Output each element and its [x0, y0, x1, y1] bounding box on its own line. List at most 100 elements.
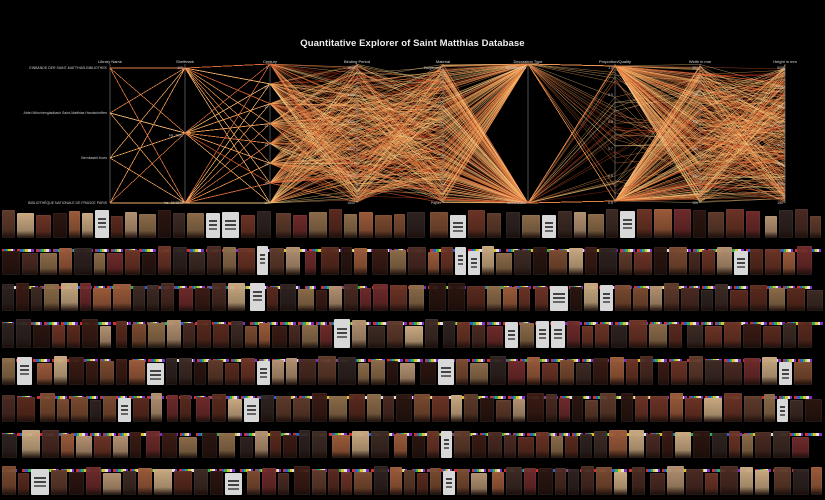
book-cover-thumbnail[interactable]: [527, 392, 544, 436]
book-cover-thumbnail[interactable]: [790, 399, 803, 436]
book-cover-thumbnail[interactable]: [504, 434, 516, 473]
book-cover-thumbnail[interactable]: [811, 467, 822, 495]
book-cover-thumbnail[interactable]: [111, 216, 123, 252]
book-cover-thumbnail[interactable]: [581, 466, 594, 495]
book-cover-thumbnail[interactable]: [514, 249, 531, 289]
book-record-card[interactable]: [779, 362, 792, 399]
book-cover-thumbnail[interactable]: [606, 209, 618, 252]
book-cover-thumbnail[interactable]: [394, 433, 407, 473]
book-record-card[interactable]: [250, 282, 265, 326]
book-cover-thumbnail[interactable]: [633, 287, 648, 326]
book-cover-thumbnail[interactable]: [148, 323, 165, 362]
book-record-card[interactable]: [441, 430, 452, 473]
book-cover-thumbnail[interactable]: [223, 246, 236, 289]
book-cover-thumbnail[interactable]: [654, 209, 672, 252]
book-cover-thumbnail[interactable]: [298, 288, 314, 326]
book-cover-thumbnail[interactable]: [116, 321, 127, 362]
book-cover-thumbnail[interactable]: [371, 360, 385, 399]
book-cover-thumbnail[interactable]: [197, 320, 211, 362]
book-cover-thumbnail[interactable]: [705, 326, 722, 362]
book-cover-thumbnail[interactable]: [286, 246, 300, 289]
book-cover-thumbnail[interactable]: [503, 286, 517, 326]
book-cover-thumbnail[interactable]: [522, 215, 540, 252]
book-cover-thumbnail[interactable]: [675, 431, 691, 473]
book-record-card[interactable]: [438, 359, 454, 399]
book-cover-thumbnail[interactable]: [496, 399, 511, 436]
book-cover-thumbnail[interactable]: [123, 471, 136, 495]
book-cover-thumbnail[interactable]: [720, 466, 738, 495]
book-cover-thumbnail[interactable]: [428, 251, 439, 289]
book-cover-thumbnail[interactable]: [299, 359, 316, 399]
book-cover-thumbnail[interactable]: [212, 393, 226, 436]
book-cover-thumbnail[interactable]: [142, 252, 156, 289]
book-cover-thumbnail[interactable]: [245, 326, 257, 362]
book-cover-thumbnail[interactable]: [646, 433, 660, 473]
book-cover-thumbnail[interactable]: [755, 431, 771, 473]
book-cover-thumbnail[interactable]: [409, 284, 424, 326]
book-record-card[interactable]: [334, 319, 350, 362]
book-cover-thumbnail[interactable]: [93, 287, 111, 326]
book-cover-thumbnail[interactable]: [593, 358, 608, 399]
book-cover-thumbnail[interactable]: [187, 213, 204, 252]
book-cover-thumbnail[interactable]: [261, 394, 274, 436]
book-cover-thumbnail[interactable]: [570, 286, 582, 326]
book-record-card[interactable]: [550, 285, 568, 326]
book-cover-thumbnail[interactable]: [2, 358, 15, 399]
book-cover-thumbnail[interactable]: [527, 357, 540, 399]
book-cover-thumbnail[interactable]: [662, 430, 673, 473]
book-cover-thumbnail[interactable]: [167, 394, 178, 436]
book-cover-thumbnail[interactable]: [86, 467, 101, 495]
book-cover-thumbnail[interactable]: [71, 396, 88, 436]
book-cover-thumbnail[interactable]: [293, 397, 310, 436]
book-cover-thumbnail[interactable]: [470, 363, 488, 399]
book-cover-thumbnail[interactable]: [542, 363, 558, 399]
book-cover-thumbnail[interactable]: [670, 392, 683, 436]
book-cover-thumbnail[interactable]: [518, 436, 534, 473]
book-cover-thumbnail[interactable]: [567, 321, 580, 362]
book-cover-thumbnail[interactable]: [390, 249, 406, 289]
book-cover-thumbnail[interactable]: [316, 289, 327, 326]
book-cover-thumbnail[interactable]: [580, 433, 592, 473]
book-cover-thumbnail[interactable]: [471, 473, 487, 495]
book-cover-thumbnail[interactable]: [454, 430, 470, 473]
book-cover-thumbnail[interactable]: [147, 284, 159, 326]
book-cover-thumbnail[interactable]: [427, 430, 439, 473]
book-cover-thumbnail[interactable]: [763, 326, 781, 362]
book-cover-thumbnail[interactable]: [798, 322, 812, 362]
book-cover-thumbnail[interactable]: [328, 469, 339, 495]
book-cover-thumbnail[interactable]: [576, 363, 591, 399]
book-cover-thumbnail[interactable]: [456, 359, 468, 399]
book-record-card[interactable]: [505, 322, 518, 362]
book-record-card[interactable]: [777, 398, 788, 436]
book-cover-thumbnail[interactable]: [132, 324, 146, 362]
book-cover-thumbnail[interactable]: [103, 473, 121, 495]
book-record-card[interactable]: [17, 357, 32, 399]
book-cover-thumbnail[interactable]: [425, 319, 438, 362]
book-cover-thumbnail[interactable]: [329, 395, 347, 436]
book-cover-thumbnail[interactable]: [487, 326, 503, 362]
book-cover-thumbnail[interactable]: [283, 434, 297, 473]
book-cover-thumbnail[interactable]: [615, 284, 631, 326]
book-cover-thumbnail[interactable]: [664, 282, 679, 326]
book-cover-thumbnail[interactable]: [276, 213, 291, 252]
book-cover-thumbnail[interactable]: [231, 321, 243, 362]
book-cover-thumbnail[interactable]: [594, 430, 607, 473]
book-cover-thumbnail[interactable]: [681, 287, 699, 326]
book-cover-thumbnail[interactable]: [619, 251, 632, 289]
book-cover-thumbnail[interactable]: [213, 324, 229, 362]
book-cover-thumbnail[interactable]: [219, 432, 235, 473]
book-cover-thumbnail[interactable]: [321, 246, 339, 289]
book-record-card[interactable]: [225, 473, 242, 495]
book-cover-thumbnail[interactable]: [74, 247, 92, 289]
book-cover-thumbnail[interactable]: [17, 213, 34, 252]
book-cover-thumbnail[interactable]: [86, 361, 98, 399]
book-cover-thumbnail[interactable]: [726, 209, 744, 252]
book-cover-thumbnail[interactable]: [358, 363, 369, 399]
book-cover-thumbnail[interactable]: [36, 215, 51, 252]
book-record-card[interactable]: [450, 215, 466, 252]
book-cover-thumbnail[interactable]: [359, 212, 373, 252]
book-cover-thumbnail[interactable]: [705, 360, 722, 399]
book-cover-thumbnail[interactable]: [278, 473, 289, 495]
book-cover-thumbnail[interactable]: [797, 245, 812, 289]
book-cover-thumbnail[interactable]: [69, 211, 80, 252]
